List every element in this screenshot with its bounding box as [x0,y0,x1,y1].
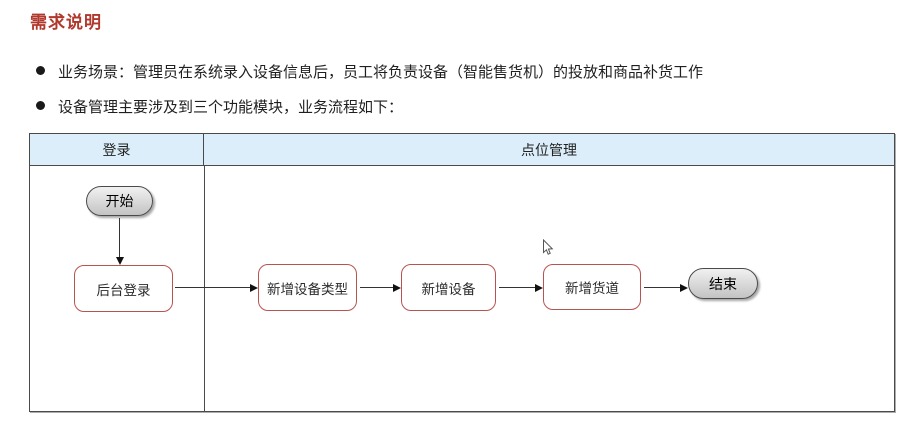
bullet-text-device-modules: 设备管理主要涉及到三个功能模块，业务流程如下： [58,99,404,116]
arrow-login-to-device-type [175,283,258,292]
lane-header-point-management: 点位管理 [204,134,894,165]
swimlane-flowchart: 登录 点位管理 开始 后台登录 新增设备类型 新增设备 新增货道 结束 [29,133,895,412]
arrow-start-to-login [115,218,124,265]
flow-node-add-cargo-lane: 新增货道 [543,264,641,310]
arrow-device-to-cargo-lane [499,283,543,292]
flow-node-end: 结束 [688,268,758,299]
bullet-circle-icon [36,66,45,75]
flow-node-add-device-label: 新增设备 [421,281,476,297]
flow-node-end-label: 结束 [709,275,737,292]
mouse-cursor-icon [543,239,554,255]
bullet-item: 设备管理主要涉及到三个功能模块，业务流程如下： [36,96,403,117]
flow-node-start-label: 开始 [105,193,134,209]
lane-header-row: 登录 点位管理 [30,134,894,166]
page-title: 需求说明 [30,13,102,32]
lane-header-point-management-label: 点位管理 [521,141,577,158]
bullet-item: 业务场景：管理员在系统录入设备信息后，员工将负责设备（智能售货机）的投放和商品补… [36,61,703,82]
lane-header-login-label: 登录 [102,141,131,158]
flow-node-backend-login-label: 后台登录 [96,282,151,298]
arrow-cargo-lane-to-end [644,283,688,292]
arrow-device-type-to-device [360,283,401,292]
flow-node-add-device-type: 新增设备类型 [258,264,357,311]
flow-node-add-device-type-label: 新增设备类型 [267,281,348,297]
flow-node-backend-login: 后台登录 [74,265,173,312]
flow-node-start: 开始 [86,186,153,216]
flow-node-add-cargo-lane-label: 新增货道 [565,281,619,296]
lane-header-login: 登录 [30,134,204,165]
lane-divider [204,166,205,411]
bullet-text-business-scenario: 业务场景：管理员在系统录入设备信息后，员工将负责设备（智能售货机）的投放和商品补… [58,64,704,81]
flow-node-add-device: 新增设备 [401,264,496,311]
bullet-circle-icon [36,101,45,110]
